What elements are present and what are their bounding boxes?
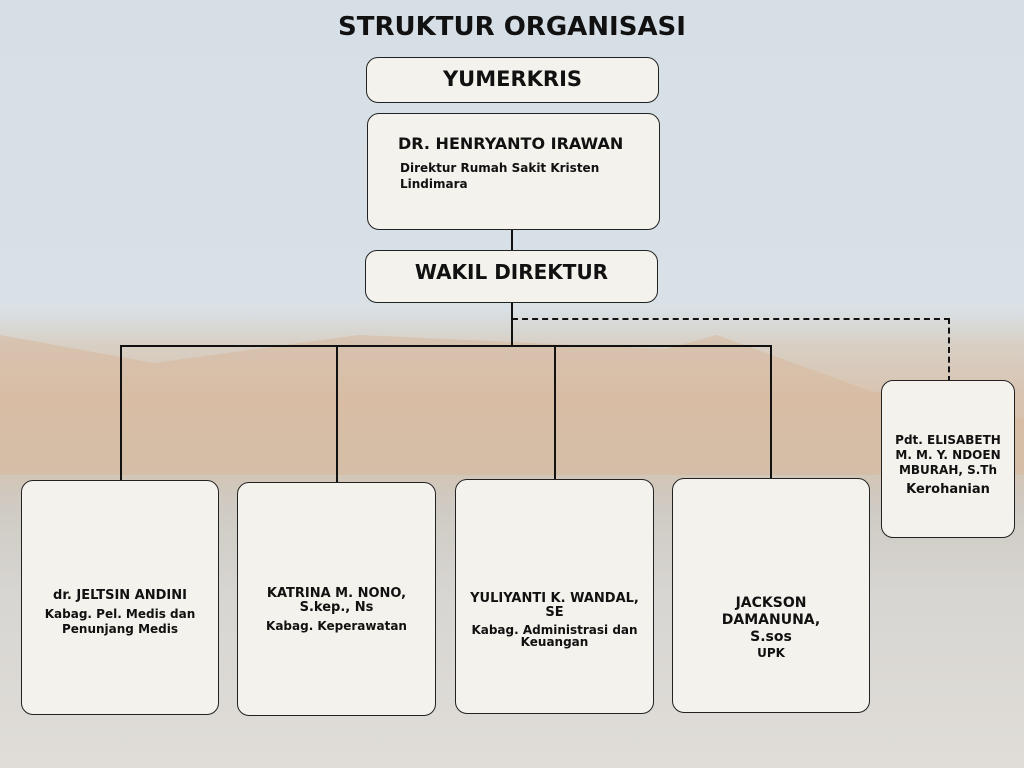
- department-head-name: JACKSON DAMANUNA, S.sos: [721, 595, 821, 645]
- connector: [554, 345, 556, 479]
- department-box: YULIYANTI K. WANDAL, SE Kabag. Administr…: [455, 479, 654, 714]
- department-head-name: YULIYANTI K. WANDAL, SE: [470, 591, 639, 620]
- connector: [120, 345, 122, 480]
- department-box: dr. JELTSIN ANDINI Kabag. Pel. Medis dan…: [21, 480, 219, 715]
- department-head-name: dr. JELTSIN ANDINI: [53, 588, 187, 603]
- deputy-box: WAKIL DIREKTUR: [365, 250, 658, 303]
- department-role: UPK: [757, 646, 785, 660]
- yumerkris-label: YUMERKRIS: [442, 67, 583, 91]
- director-name: DR. HENRYANTO IRAWAN: [398, 134, 624, 153]
- dashed-connector: [512, 318, 950, 382]
- department-role: Kabag. Administrasi dan Keuangan: [471, 623, 638, 649]
- deputy-label: WAKIL DIREKTUR: [414, 260, 609, 284]
- advisor-role: Kerohanian: [906, 482, 990, 497]
- department-box: JACKSON DAMANUNA, S.sos UPK: [672, 478, 870, 713]
- connector: [770, 345, 772, 478]
- department-head-name: KATRINA M. NONO, S.kep., Ns: [266, 586, 407, 615]
- department-role: Kabag. Keperawatan: [266, 619, 407, 633]
- yumerkris-box: YUMERKRIS: [366, 57, 659, 103]
- connector: [511, 302, 513, 347]
- department-box: KATRINA M. NONO, S.kep., Ns Kabag. Keper…: [237, 482, 436, 716]
- director-role: Direktur Rumah Sakit Kristen Lindimara: [400, 161, 600, 191]
- department-role: Kabag. Pel. Medis dan Penunjang Medis: [44, 607, 196, 636]
- page-title: STRUKTUR ORGANISASI: [338, 12, 686, 42]
- advisor-name: Pdt. ELISABETH M. M. Y. NDOEN MBURAH, S.…: [895, 433, 1001, 477]
- connector: [336, 345, 338, 482]
- connector: [511, 229, 513, 250]
- advisor-box: Pdt. ELISABETH M. M. Y. NDOEN MBURAH, S.…: [881, 380, 1015, 538]
- director-box: DR. HENRYANTO IRAWAN Direktur Rumah Saki…: [367, 113, 660, 230]
- connector: [120, 345, 772, 347]
